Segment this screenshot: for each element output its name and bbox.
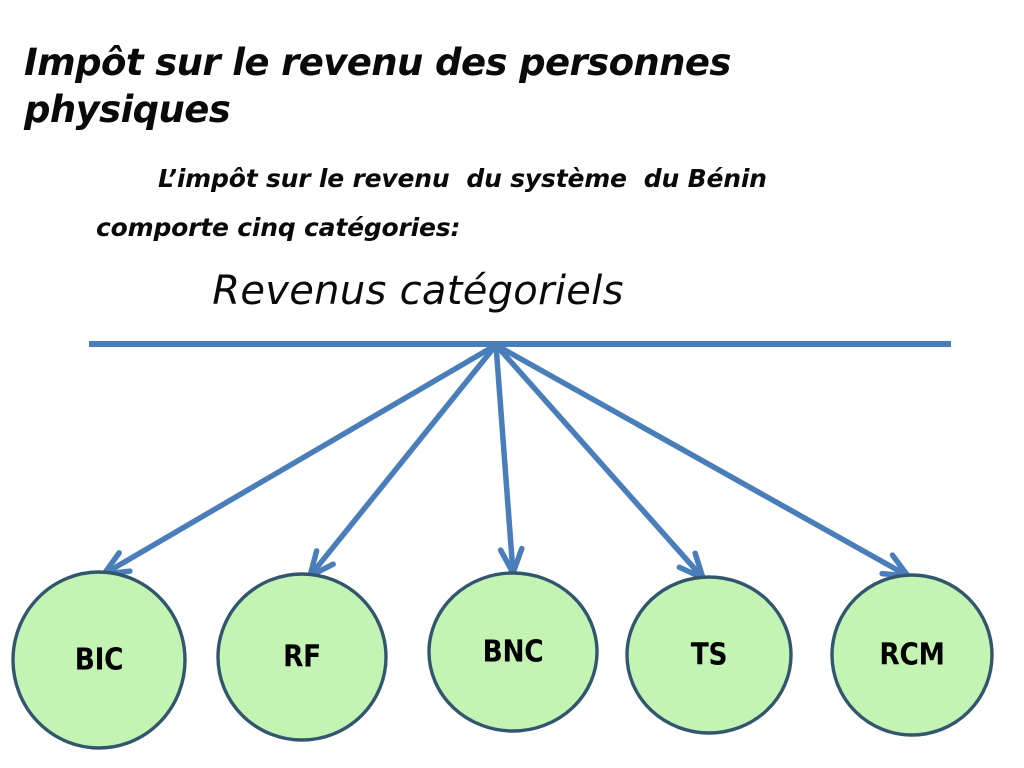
arrowhead-barb-bic: [101, 550, 122, 577]
node-circle-bnc[interactable]: [427, 571, 599, 733]
node-label-ts: TS: [690, 637, 728, 673]
node-label-bnc: BNC: [482, 634, 544, 670]
arrowhead-barb-rf: [307, 548, 320, 579]
connector-shaft-rcm: [493, 342, 910, 578]
connector-rf: [307, 342, 499, 579]
arrowhead-barb-bnc: [510, 545, 525, 576]
connector-arrows: [101, 342, 911, 581]
node-label-rcm: RCM: [879, 637, 945, 673]
node-circle-rcm[interactable]: [830, 573, 994, 737]
node-label-rf: RF: [283, 639, 321, 675]
connector-shaft-rf: [308, 342, 499, 578]
connector-bic: [101, 342, 499, 577]
node-label-bic: BIC: [74, 642, 124, 678]
connector-bnc: [493, 342, 525, 576]
page-title: Impôt sur le revenu des personnes physiq…: [24, 40, 731, 132]
connector-rcm: [493, 342, 911, 579]
connector-shaft-bic: [102, 342, 499, 576]
arrowhead-barb-ts: [692, 550, 706, 581]
connector-shaft-bnc: [493, 342, 516, 574]
arrowhead-barb-bnc: [497, 547, 516, 576]
intro-paragraph: L’impôt sur le revenu du système du Béni…: [96, 155, 936, 253]
section-heading: Revenus catégoriels: [212, 268, 624, 314]
intro-line-2: comporte cinq catégories:: [96, 212, 461, 242]
category-nodes: [11, 570, 994, 750]
node-circle-rf[interactable]: [216, 572, 388, 742]
arrowhead-barb-rcm: [889, 552, 911, 579]
connector-ts: [493, 342, 706, 581]
connector-shaft-ts: [493, 342, 705, 580]
node-circle-bic[interactable]: [11, 570, 187, 750]
intro-line-1: L’impôt sur le revenu du système du Béni…: [158, 164, 767, 193]
node-circle-ts[interactable]: [625, 575, 793, 735]
